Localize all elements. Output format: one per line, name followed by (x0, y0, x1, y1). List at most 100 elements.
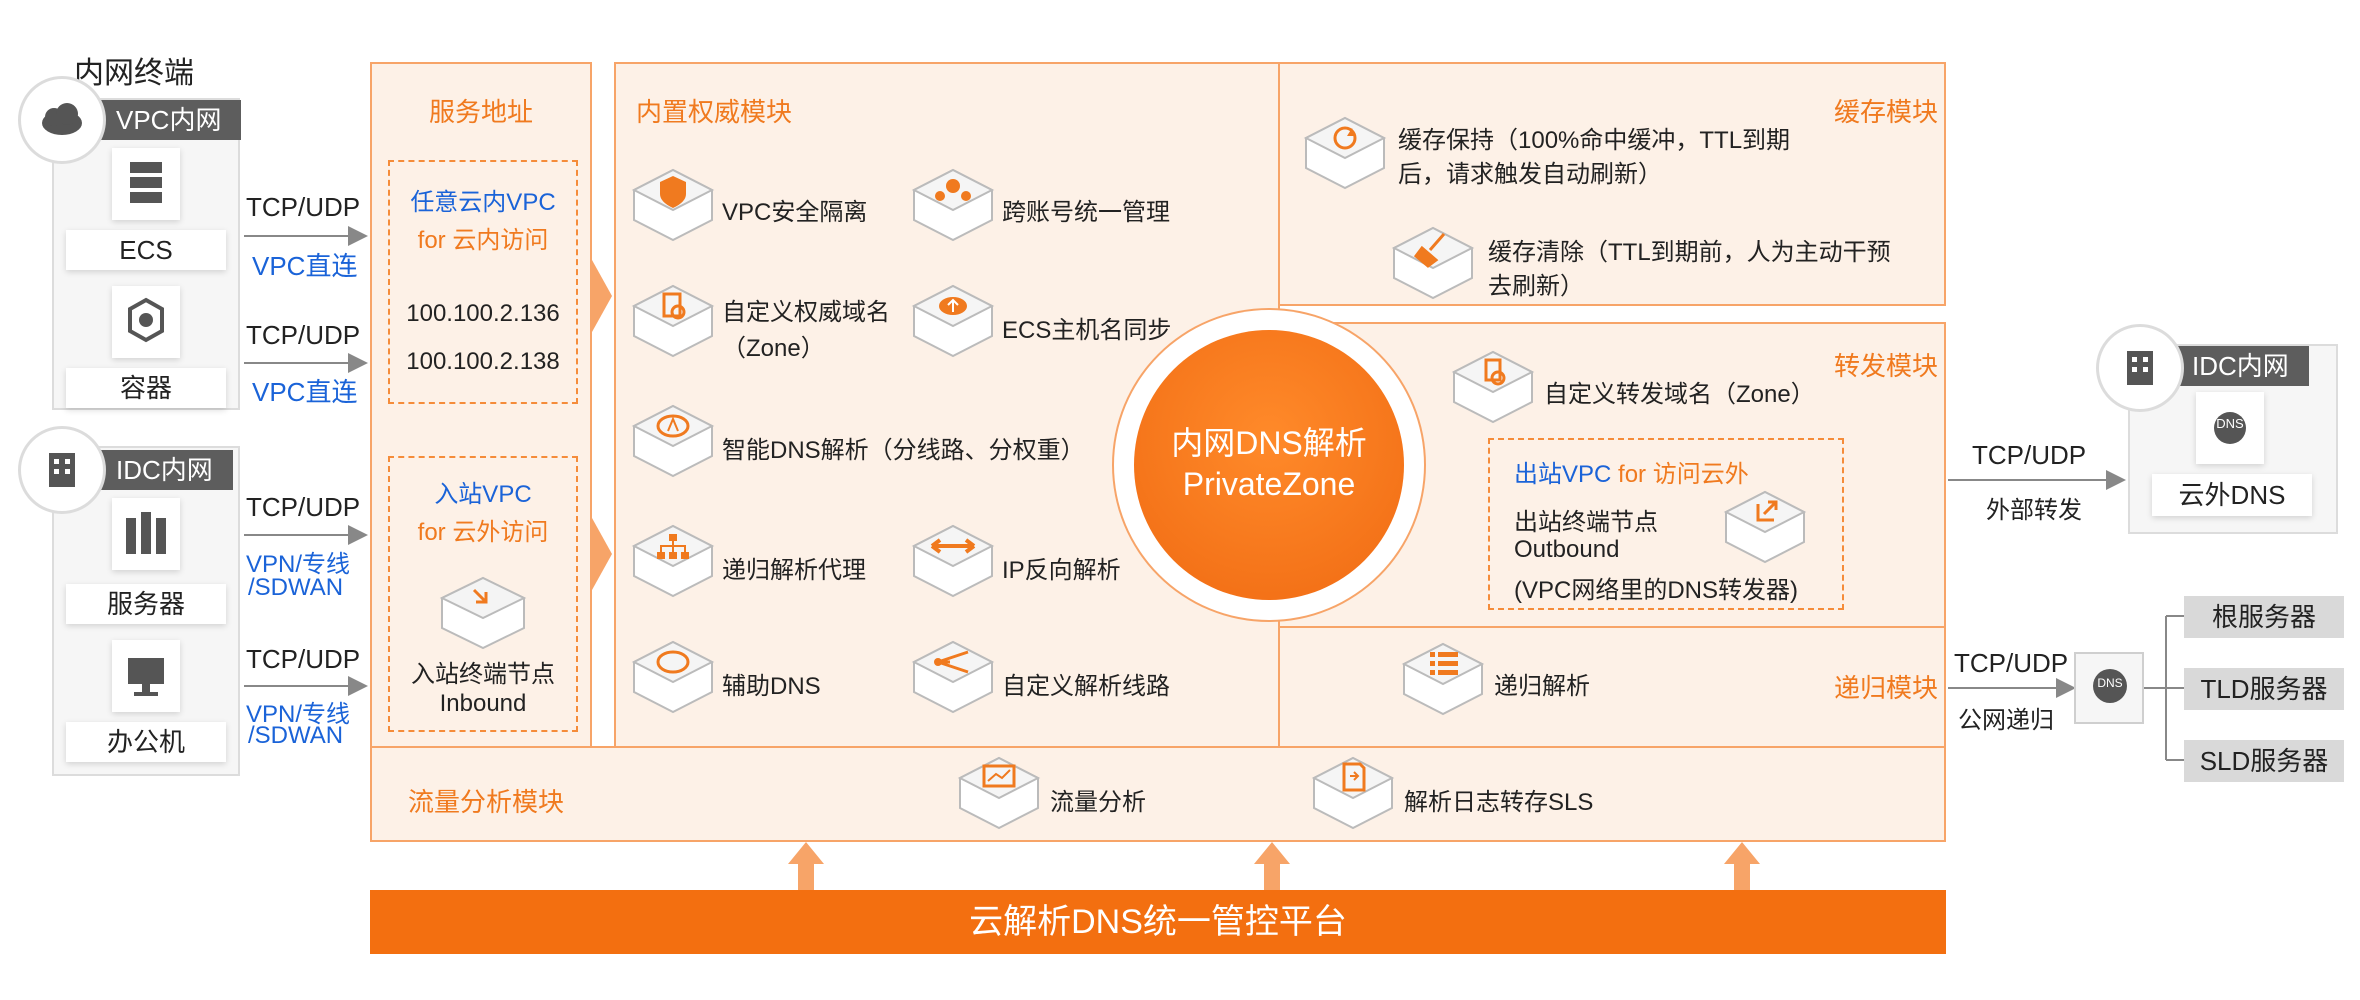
left-arrows (244, 226, 368, 696)
right-link-2-protocol: TCP/UDP (1954, 648, 2069, 678)
authority-item-custom-zone: 自定义权威域名 (722, 299, 890, 326)
right-dns-icon: DNS (2196, 392, 2264, 464)
inbound-icon (439, 576, 527, 650)
right-link-1-protocol: TCP/UDP (1972, 440, 2087, 470)
any-vpc-box (388, 160, 578, 404)
inbound-label: Inbound (439, 690, 527, 717)
cloud-icon (18, 76, 106, 164)
forward-title: 转发模块 (1834, 351, 1939, 381)
public-dns-badge: DNS (2097, 676, 2123, 690)
outbound-vpc-heading: 出站VPC for 访问云外 (1514, 454, 1749, 489)
vpc-group-label: VPC内网 (50, 100, 242, 140)
building-icon (18, 426, 106, 514)
right-link-2-type: 公网递归 (1958, 707, 2054, 734)
route-split-icon (911, 640, 995, 714)
right-dns-badge: DNS (2216, 416, 2244, 431)
list-icon (1401, 642, 1485, 716)
authority-item-cross-account: 跨账号统一管理 (1002, 199, 1170, 226)
cache-clear-line2: 去刷新） (1488, 273, 1584, 300)
server-label: 服务器 (66, 584, 226, 624)
dns-tree-lines (2144, 615, 2184, 761)
broom-icon (1391, 226, 1475, 300)
ecs-label: ECS (66, 230, 226, 270)
left-title: 内网终端 (74, 57, 194, 90)
sld-server: SLD服务器 (2184, 740, 2344, 782)
cache-clear-line1: 缓存清除（TTL到期前，人为主动干预 (1488, 239, 1891, 266)
center-subtitle: PrivateZone (1182, 466, 1356, 502)
traffic-title: 流量分析模块 (408, 787, 565, 817)
link-4-type-1: VPN/专线 (246, 701, 351, 728)
authority-item-smart-dns: 智能DNS解析（分线路、分权重） (722, 437, 1085, 464)
authority-item-aux-dns: 辅助DNS (722, 673, 821, 700)
link-1-protocol: TCP/UDP (246, 192, 361, 222)
outbound-vpc-box (1488, 438, 1844, 610)
platform-up-arrows (788, 842, 1760, 890)
for-visit-label: for 访问云外 (1618, 461, 1749, 488)
right-building-icon (2096, 324, 2184, 412)
right-link-1-type: 外部转发 (1986, 497, 2082, 524)
aux-dns-icon (631, 640, 715, 714)
center-circle (1134, 330, 1404, 600)
dns-ip-2: 100.100.2.138 (406, 348, 560, 375)
outbound-vpc-label: 出站VPC (1514, 461, 1612, 488)
authority-title: 内置权威模块 (636, 97, 793, 127)
for-cloud-label: for 云内访问 (417, 227, 549, 254)
authority-item-ecs-sync: ECS主机名同步 (1002, 317, 1172, 344)
traffic-panel (370, 746, 1946, 842)
custom-zone-icon (631, 284, 715, 358)
link-2-type: VPC直连 (252, 377, 358, 407)
any-vpc-label: 任意云内VPC (410, 189, 556, 216)
server-icon (112, 498, 180, 570)
inbound-vpc-box (388, 456, 578, 732)
link-1-type: VPC直连 (252, 251, 358, 281)
inbound-node-label: 入站终端节点 (411, 661, 555, 688)
outbound-node-label: 出站终端节点 (1514, 509, 1658, 536)
link-3-type-2: /SDWAN (248, 574, 344, 601)
reverse-arrow-icon (911, 524, 995, 598)
forward-zone-icon (1451, 350, 1535, 424)
authority-item-custom-zone-suffix: （Zone） (722, 335, 825, 362)
log-file-icon (1311, 756, 1395, 830)
container-icon (112, 286, 180, 358)
log-sls-item: 解析日志转存SLS (1404, 789, 1594, 816)
shield-icon (631, 168, 715, 242)
link-3-protocol: TCP/UDP (246, 492, 361, 522)
recursion-title: 递归模块 (1834, 673, 1939, 703)
authority-item-recursive-proxy: 递归解析代理 (722, 557, 866, 584)
public-dns-icon (2093, 669, 2127, 703)
inbound-vpc-label: 入站VPC (434, 481, 532, 508)
smart-dns-icon (631, 404, 715, 478)
link-3-type-1: VPN/专线 (246, 551, 351, 578)
outbound-label: Outbound (1514, 536, 1620, 563)
platform-bar: 云解析DNS统一管控平台 (370, 890, 1946, 954)
recursion-item: 递归解析 (1494, 673, 1590, 700)
link-4-type-2: /SDWAN (248, 722, 344, 749)
forwarder-label: (VPC网络里的DNS转发器) (1514, 577, 1799, 604)
cache-keep-line1: 缓存保持（100%命中缓冲，TTL到期 (1398, 127, 1791, 154)
office-label: 办公机 (66, 722, 226, 762)
cache-panel (1278, 62, 1946, 306)
forward-custom-zone: 自定义转发域名（Zone） (1544, 381, 1815, 408)
cache-keep-line2: 后，请求触发自动刷新） (1398, 161, 1662, 188)
link-2-protocol: TCP/UDP (246, 320, 361, 350)
link-4-protocol: TCP/UDP (246, 644, 361, 674)
dns-ip-1: 100.100.2.136 (406, 300, 560, 327)
container-label: 容器 (66, 368, 226, 408)
center-title: 内网DNS解析 (1171, 425, 1367, 461)
authority-item-vpc-isolation: VPC安全隔离 (722, 199, 868, 226)
tld-server: TLD服务器 (2184, 668, 2344, 710)
for-offcloud-label: for 云外访问 (417, 519, 549, 546)
authority-item-custom-lines: 自定义解析线路 (1002, 673, 1170, 700)
service-address-title: 服务地址 (428, 97, 533, 127)
monitor-icon (112, 640, 180, 712)
traffic-analysis-item: 流量分析 (1050, 789, 1146, 816)
refresh-icon (1303, 116, 1387, 190)
accounts-icon (911, 168, 995, 242)
hierarchy-icon (631, 524, 715, 598)
upload-cloud-icon (911, 284, 995, 358)
offcloud-dns-label: 云外DNS (2152, 474, 2312, 516)
root-server: 根服务器 (2184, 596, 2344, 638)
outbound-icon (1723, 490, 1807, 564)
server-rack-icon (112, 148, 180, 220)
panel-connector-arrows (592, 260, 612, 590)
